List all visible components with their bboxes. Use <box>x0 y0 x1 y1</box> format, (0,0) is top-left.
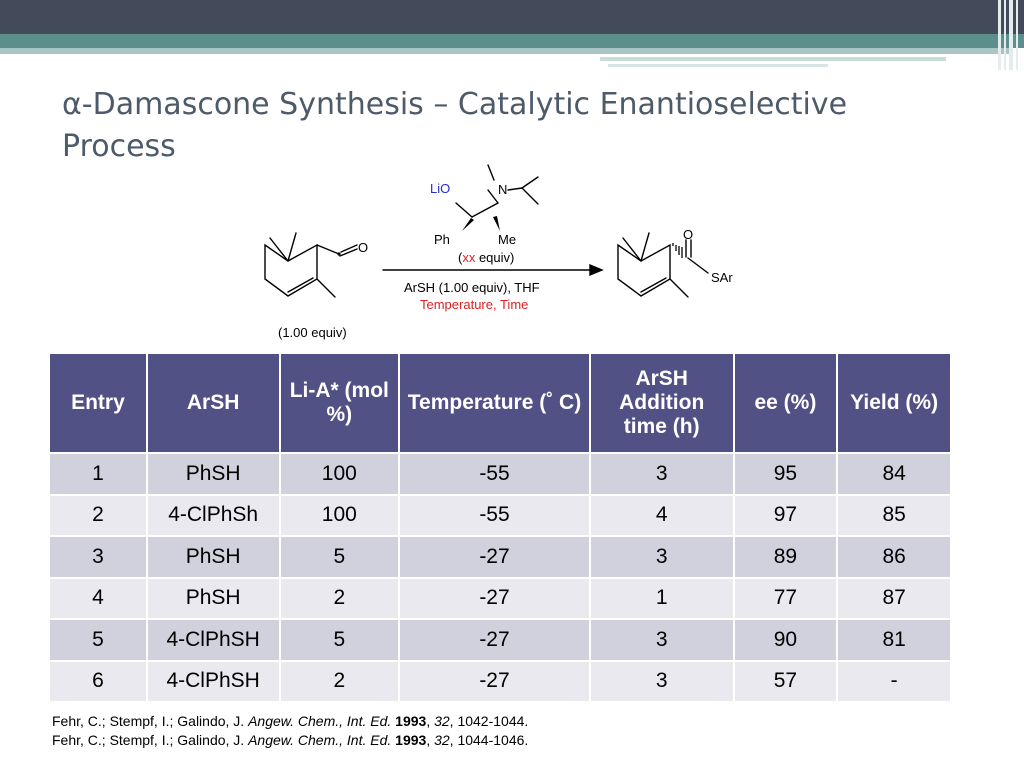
cell-li-a: 2 <box>278 576 401 620</box>
ketene-oxygen-label: O <box>358 240 368 255</box>
sar-label: SAr <box>711 270 733 285</box>
table-row: 1 PhSH 100 -55 3 95 84 <box>48 452 952 496</box>
header-banner-teal <box>0 34 1024 48</box>
cell-temperature: -27 <box>398 659 591 703</box>
cell-li-a: 100 <box>278 452 401 496</box>
chiral-amide-structure <box>455 164 539 218</box>
header-vertical-lines <box>994 0 1024 70</box>
cell-addition-time: 3 <box>588 659 735 703</box>
equiv-label: (xx equiv) <box>458 250 514 265</box>
cell-entry: 4 <box>48 576 148 620</box>
cell-entry: 2 <box>48 493 148 537</box>
results-table: Entry ArSH Li-A* (mol %) Temperature (˚ … <box>48 352 952 703</box>
wedge-bond <box>462 218 474 231</box>
cell-entry: 6 <box>48 659 148 703</box>
nitrogen-label: N <box>498 182 507 197</box>
cell-li-a: 5 <box>278 618 401 662</box>
cell-temperature: -55 <box>398 493 591 537</box>
table-row: 3 PhSH 5 -27 3 89 86 <box>48 535 952 579</box>
reference-item: Fehr, C.; Stempf, I.; Galindo, J. Angew.… <box>52 732 529 748</box>
cell-yield: 84 <box>836 452 952 496</box>
header-entry: Entry <box>48 352 148 454</box>
lio-label: LiO <box>430 181 450 196</box>
header-yield: Yield (%) <box>836 352 952 454</box>
reference-item: Fehr, C.; Stempf, I.; Galindo, J. Angew.… <box>52 713 529 729</box>
thioester-product-structure <box>617 232 709 298</box>
cell-arsh: 4-ClPhSH <box>145 618 281 662</box>
conditions-line2: Temperature, Time <box>420 297 528 312</box>
reference-journal: Angew. Chem., Int. Ed. <box>248 713 392 729</box>
table-row: 5 4-ClPhSH 5 -27 3 90 81 <box>48 618 952 662</box>
cell-arsh: 4-ClPhSH <box>145 659 281 703</box>
methyl-label: Me <box>498 232 516 247</box>
cell-addition-time: 3 <box>588 618 735 662</box>
cell-ee: 97 <box>732 493 839 537</box>
header-banner-dark <box>0 0 1024 34</box>
cell-addition-time: 3 <box>588 452 735 496</box>
header-li-a: Li-A* (mol %) <box>278 352 401 454</box>
cell-yield: - <box>836 659 952 703</box>
table-row: 4 PhSH 2 -27 1 77 87 <box>48 576 952 620</box>
ketene-structure <box>264 232 358 298</box>
cell-ee: 90 <box>732 618 839 662</box>
cell-addition-time: 4 <box>588 493 735 537</box>
header-banner-stripe <box>600 57 946 61</box>
reference-volume: 32 <box>434 732 450 748</box>
cell-entry: 5 <box>48 618 148 662</box>
header-arsh: ArSH <box>145 352 281 454</box>
product-oxygen-label: O <box>683 227 693 242</box>
cell-ee: 95 <box>732 452 839 496</box>
ketene-dot <box>337 252 341 256</box>
cell-arsh: PhSH <box>145 535 281 579</box>
table-header-row: Entry ArSH Li-A* (mol %) Temperature (˚ … <box>48 352 952 454</box>
cell-yield: 81 <box>836 618 952 662</box>
reference-volume: 32 <box>434 713 450 729</box>
reaction-scheme: LiO N Ph Me (xx equiv) ArSH (1.00 equiv)… <box>264 164 733 340</box>
references: Fehr, C.; Stempf, I.; Galindo, J. Angew.… <box>52 712 528 750</box>
slide-title: α-Damascone Synthesis – Catalytic Enanti… <box>62 87 848 164</box>
reference-journal: Angew. Chem., Int. Ed. <box>248 732 392 748</box>
cell-arsh: PhSH <box>145 452 281 496</box>
reference-authors: Fehr, C.; Stempf, I.; Galindo, J. <box>52 732 249 748</box>
cell-temperature: -27 <box>398 576 591 620</box>
cell-li-a: 100 <box>278 493 401 537</box>
cell-addition-time: 1 <box>588 576 735 620</box>
header-banner-stripe <box>608 64 828 67</box>
hashed-bond <box>672 243 683 258</box>
cell-entry: 1 <box>48 452 148 496</box>
cell-arsh: PhSH <box>145 576 281 620</box>
cell-arsh: 4-ClPhSh <box>145 493 281 537</box>
reference-pages: , 1044-1046. <box>449 732 529 748</box>
cell-yield: 87 <box>836 576 952 620</box>
cell-entry: 3 <box>48 535 148 579</box>
table-row: 2 4-ClPhSh 100 -55 4 97 85 <box>48 493 952 537</box>
reference-year: 1993 <box>395 713 427 729</box>
header-temperature: Temperature (˚ C) <box>398 352 591 454</box>
cell-yield: 86 <box>836 535 952 579</box>
wedge-bond <box>493 216 500 231</box>
header-banner-stripe <box>0 48 1010 54</box>
cell-addition-time: 3 <box>588 535 735 579</box>
header-addition-time: ArSH Addition time (h) <box>588 352 735 454</box>
reference-authors: Fehr, C.; Stempf, I.; Galindo, J. <box>52 713 249 729</box>
reference-year: 1993 <box>395 732 427 748</box>
conditions-line1: ArSH (1.00 equiv), THF <box>404 280 540 295</box>
phenyl-label: Ph <box>434 232 450 247</box>
header-ee: ee (%) <box>732 352 839 454</box>
cell-li-a: 2 <box>278 659 401 703</box>
cell-ee: 89 <box>732 535 839 579</box>
cell-temperature: -27 <box>398 535 591 579</box>
reference-pages: , 1042-1044. <box>449 713 529 729</box>
cell-ee: 77 <box>732 576 839 620</box>
cell-temperature: -55 <box>398 452 591 496</box>
cell-ee: 57 <box>732 659 839 703</box>
cell-temperature: -27 <box>398 618 591 662</box>
table-row: 6 4-ClPhSH 2 -27 3 57 - <box>48 659 952 703</box>
cell-yield: 85 <box>836 493 952 537</box>
ketene-equiv-label: (1.00 equiv) <box>278 325 347 340</box>
cell-li-a: 5 <box>278 535 401 579</box>
